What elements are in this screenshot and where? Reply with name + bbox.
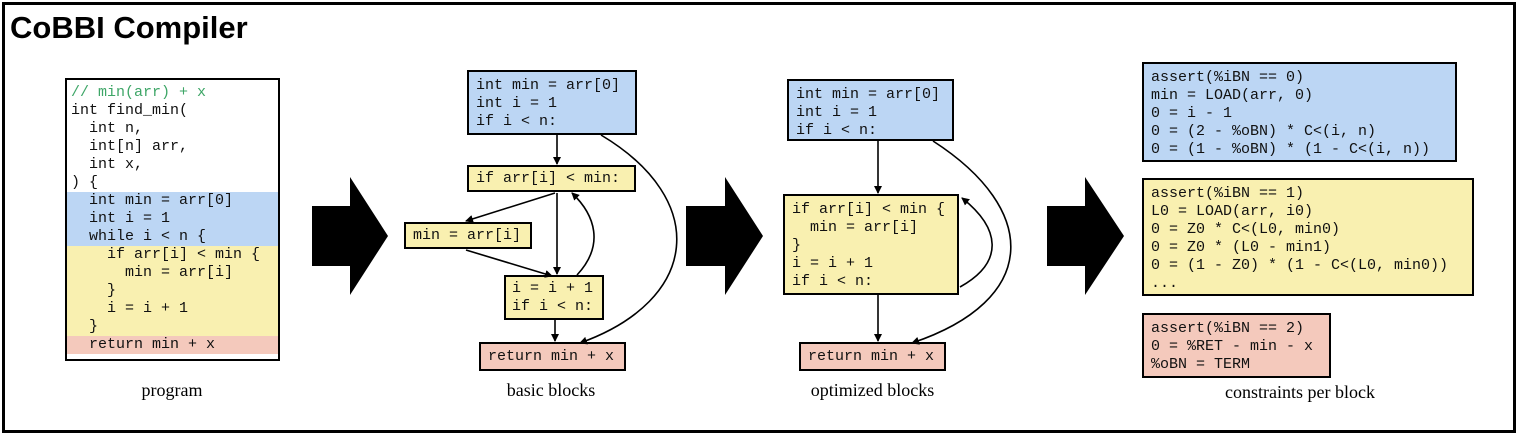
block-line: if i < n: bbox=[512, 298, 594, 315]
constraints-block-2: assert(%iBN == 2)0 = %RET - min - x%oBN … bbox=[1142, 313, 1331, 378]
program-line: i = i + 1 bbox=[67, 300, 278, 318]
basic-blocks-caption: basic blocks bbox=[506, 380, 596, 400]
block-line: return min + x bbox=[488, 348, 615, 365]
edge-opt-loop-self bbox=[959, 197, 993, 288]
block-line: int min = arr[0] bbox=[476, 77, 621, 94]
block-line: 0 = (2 - %oBN) * C<(i, n) bbox=[1151, 123, 1377, 140]
edge-cond-to-assign bbox=[465, 192, 556, 223]
optimized-blocks-caption: optimized blocks bbox=[810, 380, 935, 400]
program-line: int n, bbox=[71, 120, 144, 137]
stage-arrow-2 bbox=[686, 177, 763, 295]
program-line: ) { bbox=[71, 174, 99, 191]
block-line: int min = arr[0] bbox=[796, 86, 941, 103]
opt-return-block: return min + x bbox=[799, 342, 946, 371]
block-line: i = i + 1 bbox=[792, 255, 874, 272]
block-line: assert(%iBN == 1) bbox=[1151, 185, 1305, 202]
block-line: L0 = LOAD(arr, i0) bbox=[1151, 203, 1314, 220]
block-line: i = i + 1 bbox=[512, 280, 594, 297]
block-line: if arr[i] < min { bbox=[792, 201, 946, 218]
bb-return-block: return min + x bbox=[479, 342, 626, 371]
stage-arrow-1 bbox=[312, 177, 388, 295]
block-line: assert(%iBN == 2) bbox=[1151, 320, 1305, 337]
constraints-caption: constraints per block bbox=[1225, 382, 1375, 402]
diagram-title: CoBBI Compiler bbox=[10, 10, 248, 45]
edge-assign-to-incr bbox=[465, 249, 553, 278]
block-line: 0 = i - 1 bbox=[1151, 105, 1233, 122]
block-line: min = arr[i] bbox=[792, 219, 919, 236]
stage-arrow-3 bbox=[1047, 177, 1124, 295]
diagram-frame bbox=[2, 2, 1516, 433]
block-line: ... bbox=[1151, 275, 1179, 292]
block-line: if i < n: bbox=[792, 273, 874, 290]
block-line: int i = 1 bbox=[796, 104, 878, 121]
edge-opt-init-to-return bbox=[911, 140, 1012, 345]
program-line: } bbox=[67, 282, 278, 300]
block-line: min = arr[i] bbox=[413, 227, 522, 244]
block-line: 0 = %RET - min - x bbox=[1151, 338, 1314, 355]
program-line: return min + x bbox=[67, 336, 278, 354]
block-line: %oBN = TERM bbox=[1151, 356, 1251, 373]
constraints-block-1: assert(%iBN == 1)L0 = LOAD(arr, i0)0 = Z… bbox=[1142, 178, 1474, 296]
block-line: assert(%iBN == 0) bbox=[1151, 69, 1305, 86]
block-line: 0 = Z0 * (L0 - min1) bbox=[1151, 239, 1332, 256]
block-line: } bbox=[792, 237, 802, 254]
program-line: int min = arr[0] bbox=[67, 192, 278, 210]
edge-init-to-return bbox=[579, 134, 678, 345]
block-line: int i = 1 bbox=[476, 95, 558, 112]
program-line: while i < n { bbox=[67, 228, 278, 246]
block-line: if i < n: bbox=[476, 113, 558, 130]
block-line: if i < n: bbox=[796, 122, 878, 139]
program-line: int x, bbox=[71, 156, 144, 173]
program-line: } bbox=[67, 318, 278, 336]
program-line: // min(arr) + x bbox=[71, 84, 207, 101]
program-caption: program bbox=[141, 380, 203, 400]
block-line: return min + x bbox=[808, 348, 935, 365]
program-line: int find_min( bbox=[71, 102, 189, 119]
opt-loop-block: if arr[i] < min { min = arr[i]}i = i + 1… bbox=[783, 194, 959, 295]
block-line: 0 = (1 - %oBN) * (1 - C<(i, n)) bbox=[1151, 141, 1431, 158]
block-line: if arr[i] < min: bbox=[476, 170, 621, 187]
program-line: min = arr[i] bbox=[67, 264, 278, 282]
bb-cond-block: if arr[i] < min: bbox=[467, 165, 636, 192]
block-line: min = LOAD(arr, 0) bbox=[1151, 87, 1314, 104]
constraints-block-0: assert(%iBN == 0)min = LOAD(arr, 0)0 = i… bbox=[1142, 62, 1457, 162]
program-line: int i = 1 bbox=[67, 210, 278, 228]
edge-incr-to-cond bbox=[571, 192, 595, 276]
program-line: int[n] arr, bbox=[71, 138, 189, 155]
program-line: if arr[i] < min { bbox=[67, 246, 278, 264]
block-line: 0 = Z0 * C<(L0, min0) bbox=[1151, 221, 1341, 238]
bb-assign-block: min = arr[i] bbox=[404, 222, 532, 249]
block-line: 0 = (1 - Z0) * (1 - C<(L0, min0)) bbox=[1151, 257, 1449, 274]
